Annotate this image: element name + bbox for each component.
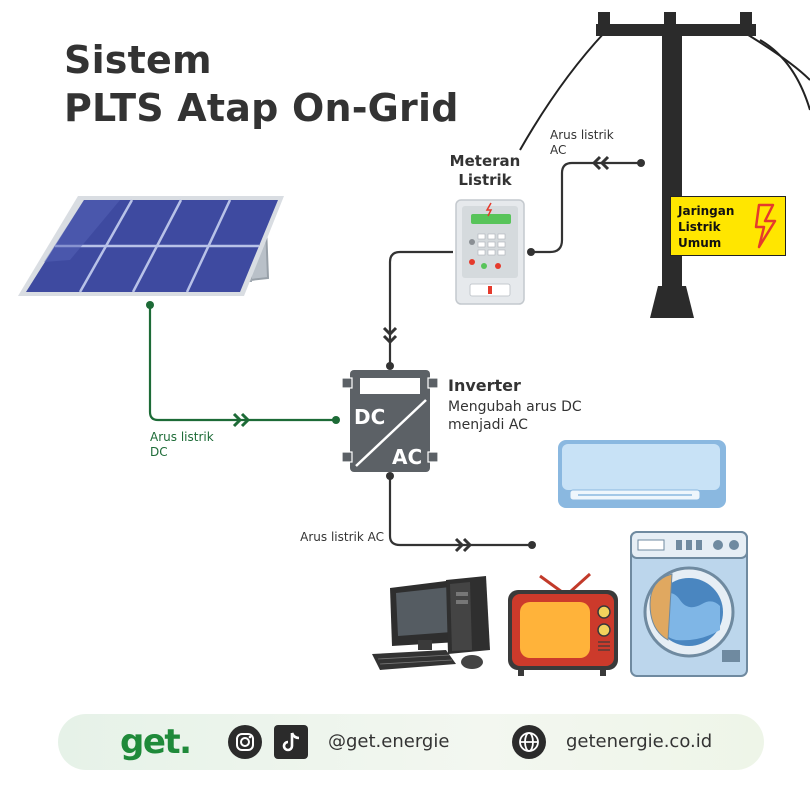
dc-flow-arrows (232, 412, 251, 428)
tiktok-icon[interactable] (274, 725, 308, 759)
title-line-1: Sistem (64, 38, 212, 82)
computer (372, 576, 490, 670)
inverter (341, 370, 439, 472)
grid-sign-text: Jaringan Listrik Umum (678, 204, 735, 250)
inverter-top-dot (386, 362, 394, 370)
television (508, 572, 618, 676)
air-conditioner (558, 440, 726, 508)
grid-current-label: Arus listrik AC (550, 128, 614, 157)
washing-machine (630, 531, 748, 677)
electricity-meter (455, 199, 525, 305)
panel-current-label: Arus listrik DC (150, 430, 214, 459)
dc-line-end (332, 416, 340, 424)
meter-out-dot (527, 248, 535, 256)
brand-logo: get. (120, 722, 192, 762)
inverter-name: Inverter (448, 376, 521, 395)
inverter-bottom-dot (386, 472, 394, 480)
meter-title: Meteran Listrik (449, 152, 521, 189)
dc-line-start (146, 301, 154, 309)
ac-flow-arrows-grid (382, 155, 610, 345)
globe-icon[interactable] (512, 725, 546, 759)
ac-line-grid (388, 161, 641, 366)
inverter-dc-text: DC (354, 405, 385, 429)
dc-line (148, 305, 336, 422)
grid-line-start (637, 159, 645, 167)
ac-line-load (388, 476, 532, 547)
solar-panel (18, 196, 284, 296)
load-line-end (528, 541, 536, 549)
load-current-label: Arus listrik AC (300, 530, 384, 544)
social-handle[interactable]: @get.energie (328, 731, 450, 752)
lightning-icon (754, 203, 777, 249)
instagram-icon[interactable] (228, 725, 262, 759)
footer-bar: get. @get.energie getenergie.co.id (58, 714, 764, 770)
page-title: Sistem PLTS Atap On-Grid (64, 36, 459, 132)
inverter-ac-text: AC (392, 445, 422, 469)
inverter-description: Mengubah arus DC menjadi AC (448, 399, 582, 433)
title-line-2: PLTS Atap On-Grid (64, 86, 459, 130)
website-link[interactable]: getenergie.co.id (566, 731, 713, 752)
grid-sign: Jaringan Listrik Umum (670, 196, 786, 256)
ac-flow-arrows-load (454, 537, 473, 553)
